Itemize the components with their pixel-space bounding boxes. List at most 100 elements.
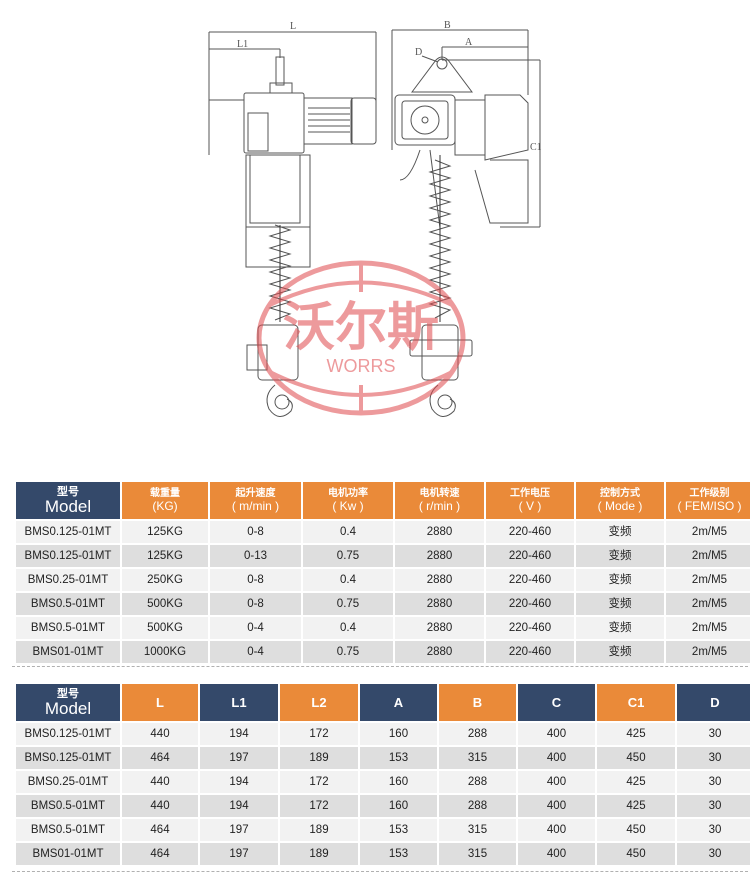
cell-C1: 450 bbox=[597, 819, 675, 841]
cell-model: BMS0.5-01MT bbox=[16, 593, 120, 615]
table-divider bbox=[12, 666, 748, 667]
cell-D: 30 bbox=[677, 843, 750, 865]
cell-load: 1000KG bbox=[122, 641, 208, 663]
header-dim-B: B bbox=[439, 684, 516, 721]
table-row: BMS0.125-01MT 125KG 0-8 0.4 2880 220-460… bbox=[16, 521, 750, 543]
cell-power: 0.75 bbox=[303, 593, 393, 615]
cell-power: 0.4 bbox=[303, 521, 393, 543]
cell-rpm: 2880 bbox=[395, 545, 484, 567]
cell-L: 440 bbox=[122, 723, 198, 745]
cell-rpm: 2880 bbox=[395, 521, 484, 543]
cell-rpm: 2880 bbox=[395, 569, 484, 591]
table-row: BMS0.5-01MT 500KG 0-4 0.4 2880 220-460 变… bbox=[16, 617, 750, 639]
cell-L1: 194 bbox=[200, 771, 278, 793]
cell-class: 2m/M5 bbox=[666, 617, 750, 639]
table-row: BMS0.125-01MT 440 194 172 160 288 400 42… bbox=[16, 723, 750, 745]
cell-load: 500KG bbox=[122, 617, 208, 639]
cell-speed: 0-13 bbox=[210, 545, 301, 567]
table-divider bbox=[12, 871, 748, 872]
cell-L: 464 bbox=[122, 747, 198, 769]
dim-label-B: B bbox=[444, 20, 451, 31]
cell-C1: 450 bbox=[597, 747, 675, 769]
cell-model: BMS0.5-01MT bbox=[16, 617, 120, 639]
header-dim-L: L bbox=[122, 684, 198, 721]
cell-speed: 0-4 bbox=[210, 617, 301, 639]
cell-C: 400 bbox=[518, 819, 595, 841]
cell-voltage: 220-460 bbox=[486, 641, 574, 663]
cell-voltage: 220-460 bbox=[486, 521, 574, 543]
cell-model: BMS0.125-01MT bbox=[16, 747, 120, 769]
cell-rpm: 2880 bbox=[395, 641, 484, 663]
cell-A: 160 bbox=[360, 723, 437, 745]
cell-C: 400 bbox=[518, 771, 595, 793]
header-dim-A: A bbox=[360, 684, 437, 721]
cell-model: BMS0.5-01MT bbox=[16, 795, 120, 817]
cell-mode: 变频 bbox=[576, 641, 664, 663]
header-voltage: 工作电压( V ) bbox=[486, 482, 574, 519]
table-row: BMS0.5-01MT 464 197 189 153 315 400 450 … bbox=[16, 819, 750, 841]
cell-load: 125KG bbox=[122, 545, 208, 567]
dim-label-C1: C1 bbox=[530, 142, 542, 153]
cell-voltage: 220-460 bbox=[486, 593, 574, 615]
cell-model: BMS0.25-01MT bbox=[16, 569, 120, 591]
cell-class: 2m/M5 bbox=[666, 521, 750, 543]
cell-model: BMS0.125-01MT bbox=[16, 545, 120, 567]
cell-L: 464 bbox=[122, 843, 198, 865]
cell-A: 153 bbox=[360, 819, 437, 841]
cell-B: 315 bbox=[439, 747, 516, 769]
cell-class: 2m/M5 bbox=[666, 545, 750, 567]
cell-load: 250KG bbox=[122, 569, 208, 591]
table-row: BMS0.25-01MT 440 194 172 160 288 400 425… bbox=[16, 771, 750, 793]
header-dim-C: C bbox=[518, 684, 595, 721]
cell-B: 288 bbox=[439, 795, 516, 817]
cell-power: 0.4 bbox=[303, 617, 393, 639]
cell-power: 0.4 bbox=[303, 569, 393, 591]
header-dim-D: D bbox=[677, 684, 750, 721]
cell-mode: 变频 bbox=[576, 569, 664, 591]
header-work-class: 工作级别( FEM/ISO ) bbox=[666, 482, 750, 519]
cell-C: 400 bbox=[518, 747, 595, 769]
cell-speed: 0-4 bbox=[210, 641, 301, 663]
cell-B: 315 bbox=[439, 819, 516, 841]
cell-model: BMS0.5-01MT bbox=[16, 819, 120, 841]
cell-load: 500KG bbox=[122, 593, 208, 615]
cell-model: BMS0.125-01MT bbox=[16, 521, 120, 543]
watermark-brand-cn: 沃尔斯 bbox=[283, 298, 439, 358]
cell-class: 2m/M5 bbox=[666, 569, 750, 591]
cell-model: BMS0.25-01MT bbox=[16, 771, 120, 793]
header-control-mode: 控制方式( Mode ) bbox=[576, 482, 664, 519]
cell-speed: 0-8 bbox=[210, 521, 301, 543]
header-motor-power: 电机功率( Kw ) bbox=[303, 482, 393, 519]
cell-D: 30 bbox=[677, 771, 750, 793]
cell-power: 0.75 bbox=[303, 641, 393, 663]
cell-voltage: 220-460 bbox=[486, 569, 574, 591]
cell-mode: 变频 bbox=[576, 593, 664, 615]
watermark-brand-en: WORRS bbox=[327, 356, 396, 376]
cell-B: 315 bbox=[439, 843, 516, 865]
cell-L2: 172 bbox=[280, 723, 358, 745]
cell-C: 400 bbox=[518, 723, 595, 745]
cell-D: 30 bbox=[677, 819, 750, 841]
cell-C: 400 bbox=[518, 795, 595, 817]
dim-label-D: D bbox=[415, 47, 422, 58]
cell-mode: 变频 bbox=[576, 545, 664, 567]
header-load-capacity: 载重量(KG) bbox=[122, 482, 208, 519]
cell-A: 160 bbox=[360, 771, 437, 793]
cell-C1: 450 bbox=[597, 843, 675, 865]
cell-mode: 变频 bbox=[576, 521, 664, 543]
cell-B: 288 bbox=[439, 771, 516, 793]
cell-load: 125KG bbox=[122, 521, 208, 543]
cell-L2: 189 bbox=[280, 819, 358, 841]
cell-L2: 172 bbox=[280, 795, 358, 817]
cell-voltage: 220-460 bbox=[486, 617, 574, 639]
cell-model: BMS01-01MT bbox=[16, 641, 120, 663]
header-motor-speed: 电机转速( r/min ) bbox=[395, 482, 484, 519]
cell-model: BMS0.125-01MT bbox=[16, 723, 120, 745]
cell-A: 153 bbox=[360, 843, 437, 865]
cell-L: 464 bbox=[122, 819, 198, 841]
cell-speed: 0-8 bbox=[210, 569, 301, 591]
cell-D: 30 bbox=[677, 747, 750, 769]
